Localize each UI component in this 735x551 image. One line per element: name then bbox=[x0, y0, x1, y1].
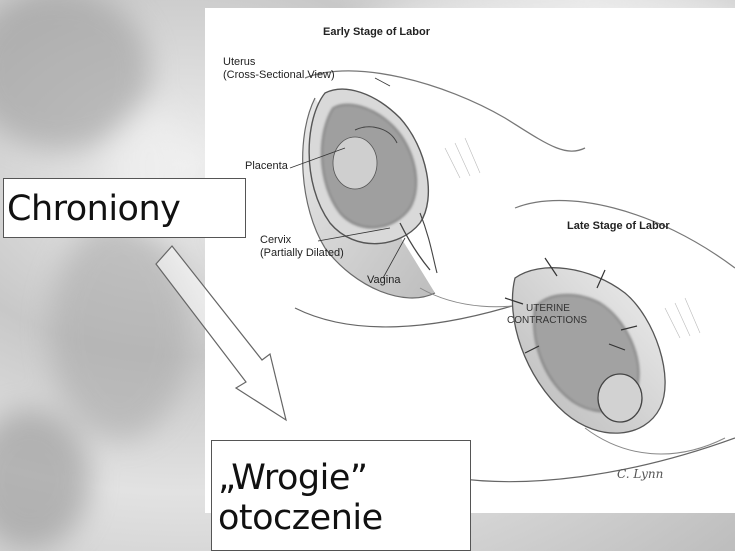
hostile-text-line2: otoczenie bbox=[218, 498, 470, 538]
arrow-shape bbox=[156, 246, 286, 420]
hostile-text-line1: „Wrogie” bbox=[218, 458, 470, 498]
hostile-environment-box: „Wrogie” otoczenie bbox=[211, 440, 471, 551]
protected-text: Chroniony bbox=[7, 189, 180, 229]
protected-box: Chroniony bbox=[3, 178, 246, 238]
